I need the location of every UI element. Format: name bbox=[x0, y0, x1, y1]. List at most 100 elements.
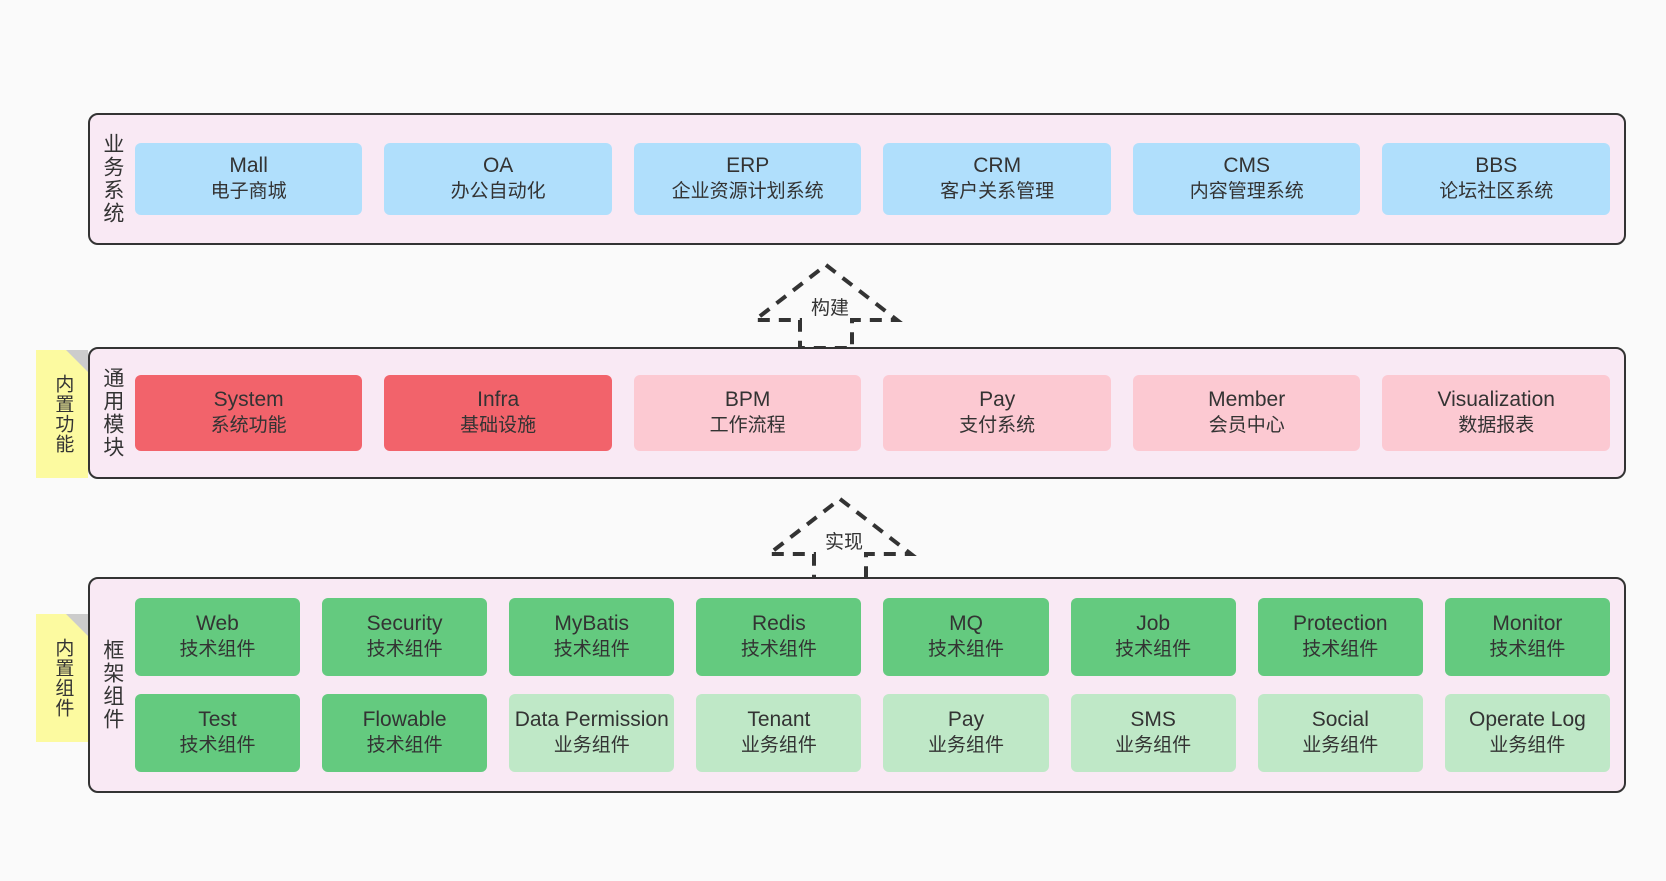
node-social[interactable]: Social 业务组件 bbox=[1257, 694, 1423, 772]
node-sms[interactable]: SMS 业务组件 bbox=[1070, 694, 1236, 772]
node-bpm[interactable]: BPM 工作流程 bbox=[633, 375, 862, 451]
node-title: Social bbox=[1311, 708, 1369, 732]
node-subtitle: 技术组件 bbox=[740, 639, 817, 661]
node-title: MQ bbox=[949, 612, 983, 636]
node-subtitle: 会员中心 bbox=[1208, 415, 1285, 437]
layer-body-framework-component: Web 技术组件 Security 技术组件 MyBatis 技术组件 Redi… bbox=[131, 579, 1624, 791]
node-visualization[interactable]: Visualization 数据报表 bbox=[1382, 375, 1610, 451]
connector-build-label: 构建 bbox=[811, 298, 850, 319]
node-title: Web bbox=[196, 612, 239, 636]
node-flowable[interactable]: Flowable 技术组件 bbox=[322, 694, 488, 772]
node-row: System 系统功能 Infra 基础设施 BPM 工作流程 Pay 支付系统… bbox=[134, 375, 1610, 451]
node-subtitle: 客户关系管理 bbox=[940, 181, 1055, 203]
node-title: BPM bbox=[724, 388, 771, 412]
node-erp[interactable]: ERP 企业资源计划系统 bbox=[633, 143, 862, 215]
node-title: Test bbox=[198, 708, 237, 732]
node-title: Mall bbox=[229, 154, 268, 178]
node-system[interactable]: System 系统功能 bbox=[134, 375, 363, 451]
node-subtitle: 基础设施 bbox=[460, 415, 537, 437]
note-fold-icon bbox=[66, 614, 88, 636]
node-title: BBS bbox=[1475, 154, 1518, 178]
node-subtitle: 技术组件 bbox=[1115, 639, 1192, 661]
node-title: Protection bbox=[1293, 612, 1388, 636]
node-title: Infra bbox=[477, 388, 520, 412]
node-monitor[interactable]: Monitor 技术组件 bbox=[1444, 598, 1610, 676]
node-mybatis[interactable]: MyBatis 技术组件 bbox=[509, 598, 675, 676]
node-subtitle: 业务组件 bbox=[1489, 735, 1566, 757]
note-builtin-component: 内置组件 bbox=[36, 614, 88, 742]
node-row: Mall 电子商城 OA 办公自动化 ERP 企业资源计划系统 CRM 客户关系… bbox=[134, 143, 1610, 215]
node-title: ERP bbox=[726, 154, 770, 178]
node-subtitle: 企业资源计划系统 bbox=[671, 181, 824, 203]
node-title: CRM bbox=[973, 154, 1022, 178]
layer-body-business-system: Mall 电子商城 OA 办公自动化 ERP 企业资源计划系统 CRM 客户关系… bbox=[131, 115, 1624, 243]
node-title: Pay bbox=[947, 708, 985, 732]
node-title: CMS bbox=[1223, 154, 1271, 178]
node-title: Redis bbox=[752, 612, 806, 636]
node-subtitle: 电子商城 bbox=[210, 181, 287, 203]
node-member[interactable]: Member 会员中心 bbox=[1132, 375, 1361, 451]
node-subtitle: 技术组件 bbox=[179, 735, 256, 757]
node-subtitle: 技术组件 bbox=[1489, 639, 1566, 661]
layer-title-common-module: 通用模块 bbox=[100, 367, 124, 459]
node-redis[interactable]: Redis 技术组件 bbox=[696, 598, 862, 676]
layer-framework-component: 框架组件 Web 技术组件 Security 技术组件 MyBatis 技术组件… bbox=[88, 577, 1626, 793]
node-title: Member bbox=[1208, 388, 1286, 412]
node-title: Security bbox=[366, 612, 443, 636]
node-title: Pay bbox=[979, 388, 1016, 412]
node-title: Monitor bbox=[1492, 612, 1563, 636]
node-subtitle: 数据报表 bbox=[1458, 415, 1535, 437]
node-row: Test 技术组件 Flowable 技术组件 Data Permission … bbox=[134, 694, 1610, 772]
node-mall[interactable]: Mall 电子商城 bbox=[134, 143, 363, 215]
node-pay[interactable]: Pay 支付系统 bbox=[883, 375, 1111, 451]
node-subtitle: 业务组件 bbox=[740, 735, 817, 757]
note-text: 内置功能 bbox=[52, 374, 74, 454]
node-security[interactable]: Security 技术组件 bbox=[322, 598, 488, 676]
node-crm[interactable]: CRM 客户关系管理 bbox=[883, 143, 1111, 215]
layer-title-framework-component: 框架组件 bbox=[100, 639, 124, 731]
node-mq[interactable]: MQ 技术组件 bbox=[883, 598, 1049, 676]
node-bbs[interactable]: BBS 论坛社区系统 bbox=[1382, 143, 1610, 215]
node-subtitle: 技术组件 bbox=[179, 639, 256, 661]
node-title: Flowable bbox=[362, 708, 447, 732]
node-subtitle: 内容管理系统 bbox=[1189, 181, 1304, 203]
layer-business-system: 业务系统 Mall 电子商城 OA 办公自动化 ERP 企业资源计划系统 CRM… bbox=[88, 113, 1626, 245]
note-fold-icon bbox=[66, 350, 88, 372]
node-subtitle: 业务组件 bbox=[928, 735, 1005, 757]
node-subtitle: 业务组件 bbox=[553, 735, 630, 757]
node-subtitle: 技术组件 bbox=[928, 639, 1005, 661]
node-infra[interactable]: Infra 基础设施 bbox=[384, 375, 612, 451]
node-subtitle: 论坛社区系统 bbox=[1439, 181, 1554, 203]
node-subtitle: 支付系统 bbox=[959, 415, 1036, 437]
node-pay-component[interactable]: Pay 业务组件 bbox=[883, 694, 1049, 772]
layer-common-module: 通用模块 System 系统功能 Infra 基础设施 BPM 工作流程 Pay… bbox=[88, 347, 1626, 479]
layer-body-common-module: System 系统功能 Infra 基础设施 BPM 工作流程 Pay 支付系统… bbox=[131, 349, 1624, 477]
node-subtitle: 办公自动化 bbox=[450, 181, 546, 203]
node-operate-log[interactable]: Operate Log 业务组件 bbox=[1444, 694, 1610, 772]
node-subtitle: 技术组件 bbox=[1302, 639, 1379, 661]
node-title: MyBatis bbox=[554, 612, 630, 636]
node-tenant[interactable]: Tenant 业务组件 bbox=[696, 694, 862, 772]
node-subtitle: 技术组件 bbox=[553, 639, 630, 661]
node-data-permission[interactable]: Data Permission 业务组件 bbox=[509, 694, 675, 772]
node-subtitle: 系统功能 bbox=[210, 415, 287, 437]
node-title: Data Permission bbox=[514, 708, 669, 732]
node-title: Job bbox=[1136, 612, 1171, 636]
node-subtitle: 业务组件 bbox=[1115, 735, 1192, 757]
layer-title-business-system: 业务系统 bbox=[100, 133, 124, 225]
node-title: Operate Log bbox=[1469, 708, 1586, 732]
node-cms[interactable]: CMS 内容管理系统 bbox=[1132, 143, 1361, 215]
note-text: 内置组件 bbox=[52, 638, 74, 718]
node-web[interactable]: Web 技术组件 bbox=[134, 598, 301, 676]
node-subtitle: 技术组件 bbox=[366, 639, 443, 661]
node-job[interactable]: Job 技术组件 bbox=[1070, 598, 1236, 676]
node-title: SMS bbox=[1130, 708, 1176, 732]
connector-implement-label: 实现 bbox=[825, 532, 864, 553]
node-title: Tenant bbox=[747, 708, 811, 732]
node-subtitle: 业务组件 bbox=[1302, 735, 1379, 757]
node-subtitle: 工作流程 bbox=[709, 415, 786, 437]
node-oa[interactable]: OA 办公自动化 bbox=[384, 143, 612, 215]
node-protection[interactable]: Protection 技术组件 bbox=[1257, 598, 1423, 676]
node-test[interactable]: Test 技术组件 bbox=[134, 694, 301, 772]
